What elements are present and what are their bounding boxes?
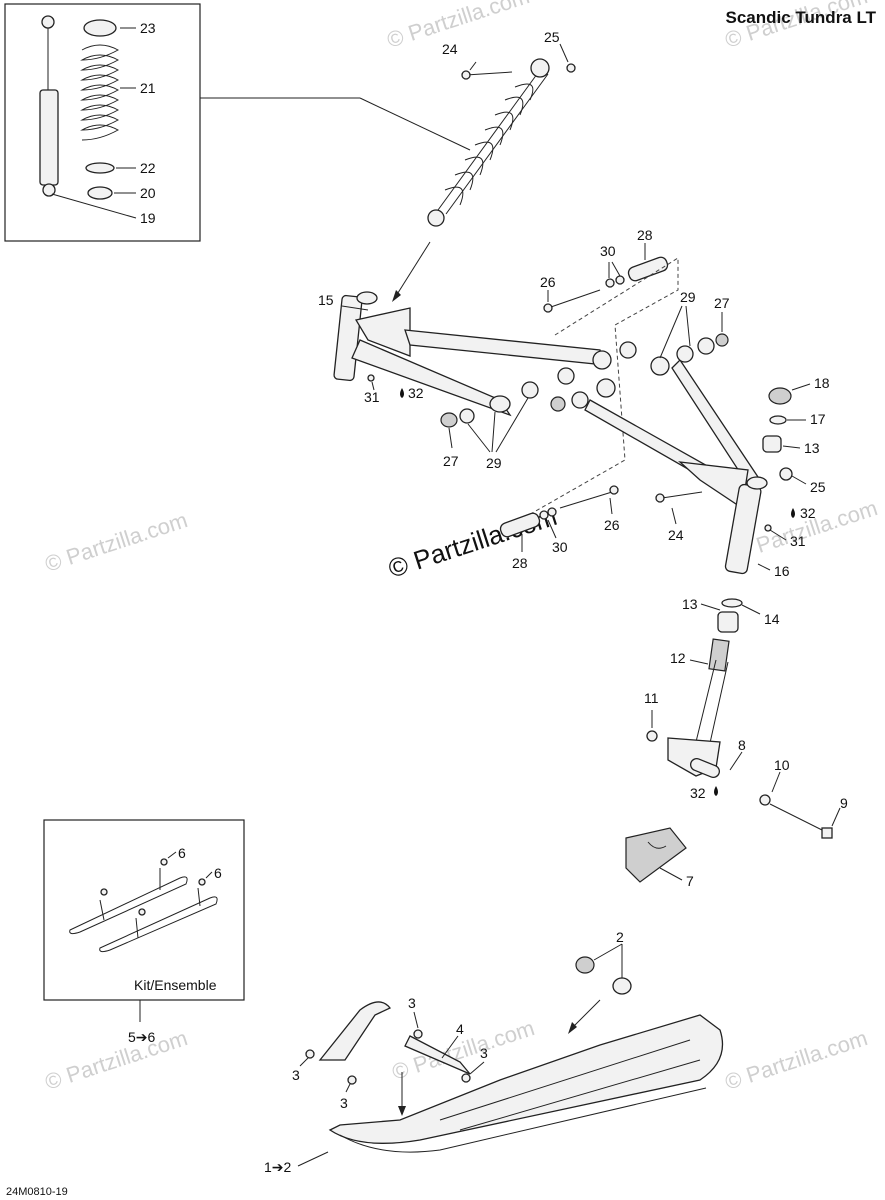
callout-30-top: 30 (600, 243, 616, 259)
screw-3 (347, 1075, 357, 1085)
callout-29-left: 29 (486, 455, 502, 471)
callout-17: 17 (810, 411, 826, 427)
upper-pivot-hardware (543, 256, 669, 313)
callout-6-b: 6 (214, 865, 222, 881)
shock-assembly (427, 58, 550, 227)
callout-19: 19 (140, 210, 156, 226)
callout-28-top: 28 (637, 227, 653, 243)
watermark-text: © Partzilla.com (42, 1025, 191, 1095)
callout-10: 10 (774, 757, 790, 773)
shock-inset: 23 21 22 20 19 (4, 3, 201, 242)
bolt-24-top (461, 70, 513, 80)
grease-drop-icon (791, 508, 795, 518)
arrow-shock-to-arm (395, 241, 431, 297)
callout-18: 18 (814, 375, 830, 391)
screw-3 (461, 1073, 471, 1083)
kit-inset: 6 6 Kit/Ensemble (43, 819, 245, 1001)
lower-a-arm (550, 333, 768, 575)
callout-13-bottom: 13 (682, 596, 698, 612)
arrow-to-ski (571, 999, 601, 1029)
callout-7: 7 (686, 873, 694, 889)
spindle-assembly (646, 598, 833, 839)
callout-30-bottom: 30 (552, 539, 568, 555)
callout-28-bottom: 28 (512, 555, 528, 571)
callout-21: 21 (140, 80, 156, 96)
ski-ref: 1➔2 (264, 1159, 292, 1175)
callout-27-left: 27 (443, 453, 459, 469)
callout-31-right: 31 (790, 533, 806, 549)
callout-23: 23 (140, 20, 156, 36)
lower-pivot-hardware (499, 485, 619, 538)
bushing-27-left (440, 412, 458, 428)
kit-ref: 5➔6 (128, 1029, 156, 1045)
callout-4: 4 (456, 1021, 464, 1037)
watermarks: © Partzilla.com © Partzilla.com © Partzi… (42, 0, 881, 1095)
callout-3-right: 3 (480, 1045, 488, 1061)
watermark-text: © Partzilla.com (384, 0, 533, 53)
nut-25-top (566, 63, 576, 73)
callout-15: 15 (318, 292, 334, 308)
arrow-head (392, 290, 401, 302)
kit-label: Kit/Ensemble (134, 977, 217, 993)
callout-32-right: 32 (800, 505, 816, 521)
callout-24-top: 24 (442, 41, 458, 57)
callout-16: 16 (774, 563, 790, 579)
damper-drawing (39, 15, 59, 197)
grease-drop-icon (400, 388, 404, 398)
callout-3-bottom: 3 (340, 1095, 348, 1111)
callout-3-top: 3 (408, 995, 416, 1011)
screw-3 (413, 1029, 423, 1039)
watermark-text: © Partzilla.com (722, 1025, 871, 1095)
callout-6-a: 6 (178, 845, 186, 861)
callout-24-right: 24 (668, 527, 684, 543)
screw-3 (305, 1049, 315, 1059)
ski-assembly (318, 956, 724, 1153)
callout-3-left: 3 (292, 1067, 300, 1083)
callout-22: 22 (140, 160, 156, 176)
callout-27-right: 27 (714, 295, 730, 311)
callout-26-bottom: 26 (604, 517, 620, 533)
callout-2: 2 (616, 929, 624, 945)
spindle-top-hardware (762, 387, 793, 481)
inset-frame (4, 3, 201, 242)
callout-32-left: 32 (408, 385, 424, 401)
callout-20: 20 (140, 185, 156, 201)
callout-31-left: 31 (364, 389, 380, 405)
callout-29-right: 29 (680, 289, 696, 305)
ski-leader (297, 1151, 329, 1167)
spring-drawing (80, 19, 120, 200)
arrow-head (398, 1106, 406, 1116)
callout-25-top: 25 (544, 29, 560, 45)
callout-32-bottom: 32 (690, 785, 706, 801)
grease-fitting-31 (367, 374, 375, 382)
callout-8: 8 (738, 737, 746, 753)
callout-11: 11 (644, 690, 659, 706)
bolt-24-right (655, 491, 703, 503)
kit-frame (43, 819, 245, 1001)
callout-12: 12 (670, 650, 686, 666)
dashed-alignment (519, 257, 679, 521)
callout-14: 14 (764, 611, 780, 627)
callout-26-top: 26 (540, 274, 556, 290)
arrow-head (568, 1022, 577, 1034)
drawing-code: 24M0810-19 (6, 1186, 68, 1198)
bumper-7 (625, 827, 687, 883)
grease-drop-icon (714, 786, 718, 796)
grease-fitting-31-right (764, 524, 772, 532)
callout-13-top: 13 (804, 440, 820, 456)
callout-9: 9 (840, 795, 848, 811)
washer-29-left (459, 408, 475, 424)
watermark-text: © Partzilla.com (42, 507, 191, 577)
diagram-title: Scandic Tundra LT (726, 8, 877, 27)
inset-leader (359, 97, 471, 151)
upper-a-arm (333, 291, 637, 417)
callout-25-right: 25 (810, 479, 826, 495)
